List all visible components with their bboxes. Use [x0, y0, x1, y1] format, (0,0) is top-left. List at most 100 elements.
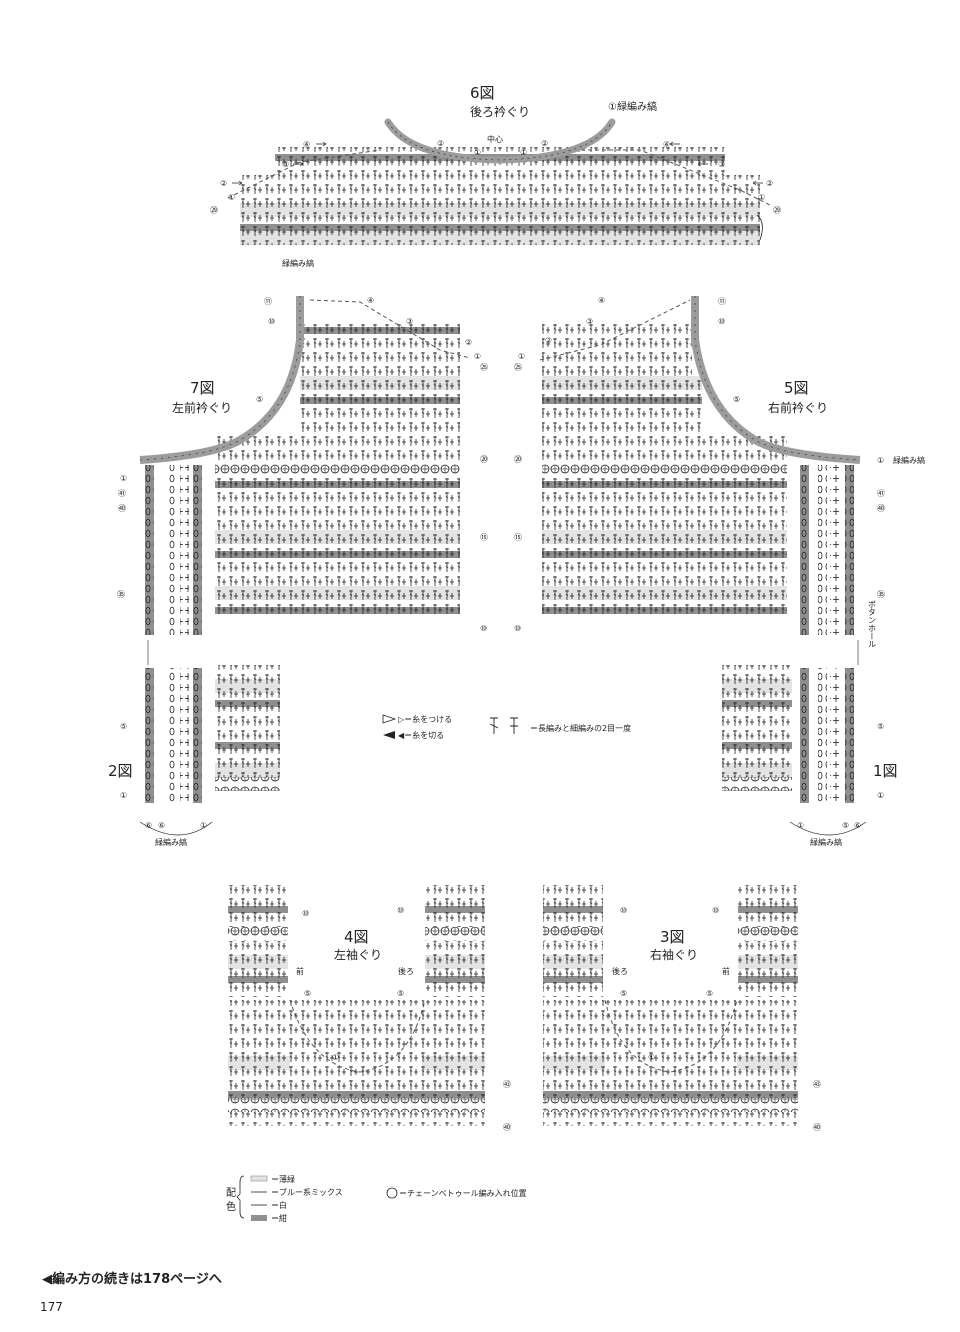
stitch-row: [425, 927, 485, 941]
fig5-edge-label: 緑編み縞: [893, 455, 925, 465]
edging-strips: [139, 118, 861, 1073]
stitch-row: [722, 679, 792, 693]
stitch-column: [180, 668, 189, 803]
stitch-column: [818, 465, 827, 635]
row-marker: ⑮: [514, 533, 522, 542]
row-marker: ㉕: [514, 363, 522, 372]
row-marker: ②: [465, 338, 472, 347]
stitch-row: [300, 376, 460, 390]
legend-cut: ◀＝糸を切る: [398, 730, 444, 740]
row-marker: ㉕: [480, 363, 488, 372]
row-marker: ①: [228, 193, 235, 202]
stitch-row: [543, 1028, 798, 1042]
fig3-front-label: 前: [722, 966, 730, 976]
row-marker: ㊶: [877, 489, 885, 498]
color-bands: [215, 154, 798, 1098]
stitch-row: [215, 707, 280, 721]
swatch-light-green: [250, 1175, 268, 1182]
stitch-row: [542, 530, 787, 544]
row-marker: ③: [282, 160, 289, 169]
stitch-row: [542, 446, 787, 460]
stitch-row: [542, 474, 787, 488]
stitch-column: [145, 465, 154, 635]
stitch-row: [722, 707, 792, 721]
stitch-row: [542, 600, 787, 614]
stitch-row: [228, 1000, 485, 1014]
row-marker: ②: [437, 139, 444, 148]
row-marker: ㉟: [117, 590, 125, 599]
stitch-row: [215, 586, 460, 600]
fig6-name: 後ろ衿ぐり: [470, 104, 530, 119]
stitch-row: [738, 983, 798, 997]
stitch-column: [830, 668, 839, 803]
stitch-row: [542, 502, 787, 516]
fig7-name: 左前衿ぐり: [172, 400, 232, 415]
row-marker: ②: [766, 179, 773, 188]
row-marker: ④: [663, 140, 670, 149]
stitch-row: [240, 175, 760, 189]
arrow: [669, 141, 680, 147]
row-marker: ㊵: [503, 1123, 511, 1132]
stitch-row: [543, 1000, 798, 1014]
row-marker: ①: [648, 1053, 655, 1062]
stitch-row: [542, 516, 787, 530]
stitch-row: [542, 544, 787, 558]
stitch-row: [228, 1070, 485, 1084]
row-marker: ⑩: [712, 906, 719, 915]
stitch-row: [543, 1084, 798, 1098]
bracket: [139, 821, 213, 836]
row-marker: ③: [586, 317, 593, 326]
row-marker: ⑤: [256, 395, 263, 404]
stitch-row: [425, 983, 485, 997]
stitch-row: [300, 362, 460, 376]
stitch-rows: [215, 147, 798, 1126]
stitch-row: [215, 516, 460, 530]
stitch-row: [215, 600, 460, 614]
attach-yarn-icon: [382, 714, 397, 724]
fig4-front-label: 前: [296, 966, 304, 976]
page-number: 177: [40, 1300, 63, 1314]
row-marker: ①: [120, 791, 127, 800]
cut-yarn-icon: [383, 731, 395, 739]
row-marker: ⑳: [514, 455, 522, 464]
arrow: [293, 161, 304, 167]
row-marker: ⑳: [480, 455, 488, 464]
stitch-row: [543, 885, 603, 899]
stitch-row: [215, 777, 280, 791]
row-marker: ⑤: [842, 821, 849, 830]
stitch-row: [738, 955, 798, 969]
row-marker: ⑥: [145, 821, 152, 830]
row-marker: ⑩: [480, 624, 487, 633]
stitch-column: [168, 668, 177, 803]
row-marker: ①: [120, 474, 127, 483]
fig4-name: 左袖ぐり: [334, 947, 382, 962]
stitch-row: [542, 432, 787, 446]
stitch-row: [300, 348, 460, 362]
stitch-row: [543, 1014, 798, 1028]
stitch-row: [215, 488, 460, 502]
color-white: ＝白: [271, 1200, 287, 1210]
stitch-row: [228, 913, 288, 927]
stitch-row: [543, 955, 603, 969]
fig2-number: 2図: [108, 762, 133, 780]
row-marker: ⑥: [854, 821, 861, 830]
row-marker: ㊵: [877, 504, 885, 513]
fig7-number: 7図: [190, 379, 215, 397]
stitch-row: [722, 693, 792, 707]
row-marker: ㊸: [503, 1080, 511, 1089]
stitch-column: [180, 465, 189, 635]
stitch-column: [168, 465, 177, 635]
stitch-row: [215, 749, 280, 763]
stitch-row: [738, 941, 798, 955]
row-marker: ⑤: [620, 989, 627, 998]
stitch-row: [542, 418, 702, 432]
stitch-row: [228, 983, 288, 997]
legend-attach: ▷＝糸をつける: [398, 714, 452, 724]
stitch-row: [215, 665, 280, 679]
stitch-row: [228, 955, 288, 969]
fig6-edge-label: ①緑編み縞: [608, 100, 657, 113]
chain-position-icon: [386, 1187, 398, 1199]
stitch-row: [228, 1098, 485, 1112]
